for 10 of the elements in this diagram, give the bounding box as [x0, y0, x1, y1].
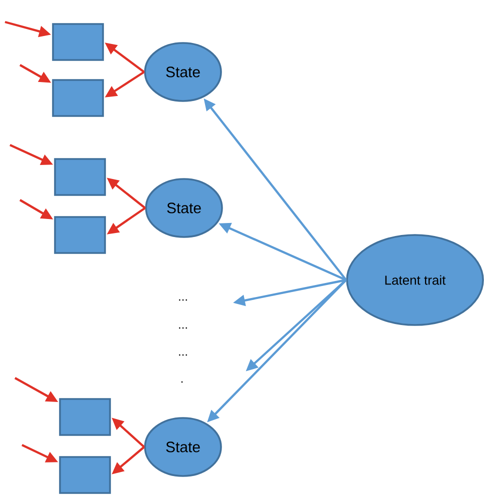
indicator-box [59, 456, 111, 494]
ellipsis-dots: . [181, 381, 183, 383]
indicator-box [59, 398, 111, 436]
indicator-box [54, 158, 106, 196]
indicator-box [52, 79, 104, 117]
ellipsis-dots: ... [179, 327, 187, 329]
indicator-box [54, 216, 106, 254]
ellipsis-dots: ... [179, 354, 187, 356]
ellipsis-dots: ... [179, 299, 187, 301]
indicator-box [52, 23, 104, 61]
